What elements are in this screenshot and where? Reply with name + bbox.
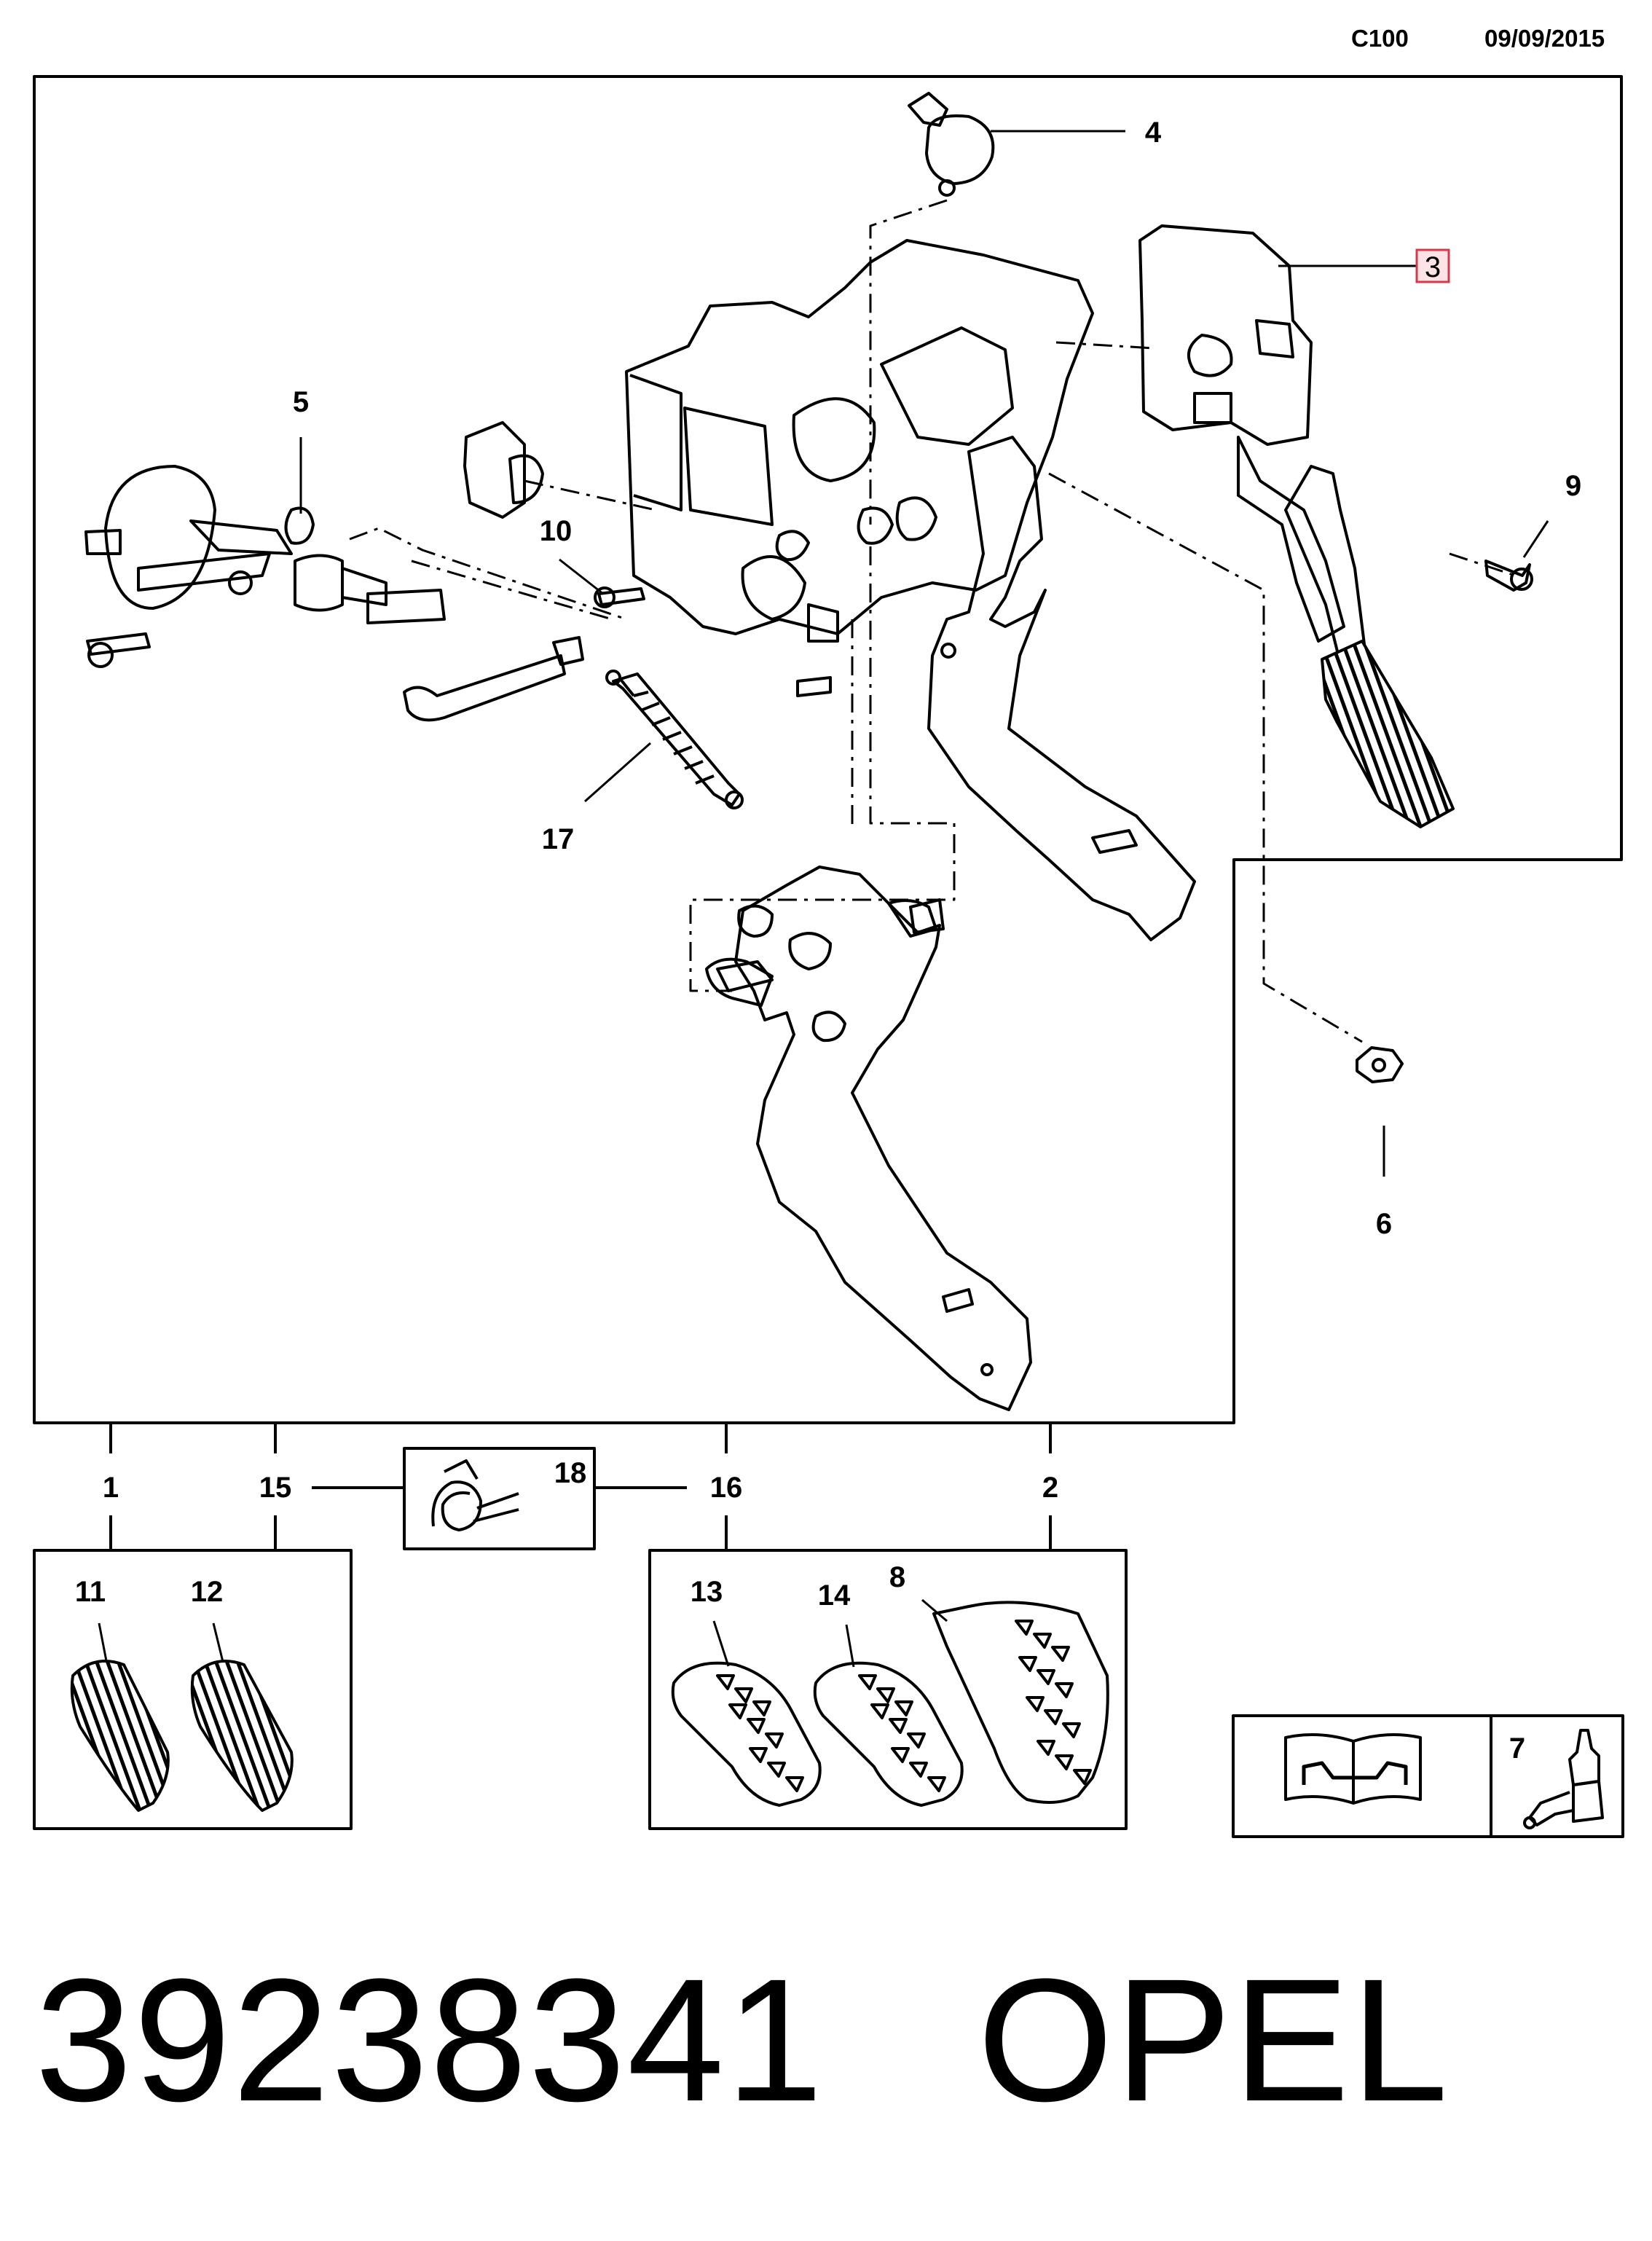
bolt-part-10	[594, 586, 645, 608]
pedal-pad-group-box	[648, 1549, 1128, 1830]
pedal-bracket-housing	[625, 239, 1094, 697]
group-connectors	[109, 1423, 1052, 1550]
pedal-pad-part-14	[813, 1661, 964, 1807]
pivot-bushings	[705, 899, 937, 1007]
screw-part	[86, 632, 151, 668]
pedal-pad-part-13	[671, 1661, 822, 1807]
callout-17: 17	[542, 823, 575, 855]
callout-4: 4	[1145, 117, 1162, 149]
callout-16: 16	[710, 1472, 743, 1504]
callout-10: 10	[540, 515, 573, 547]
brake-pedal-arm	[927, 436, 1196, 941]
switch-part-4	[908, 92, 995, 197]
assembly-frame	[33, 75, 1623, 1424]
callout-7: 7	[1509, 1732, 1525, 1765]
callout-numbers: 4 5 9 10 17 6 1 15 16 2 18 11 12 13 14 8…	[75, 117, 1581, 1765]
callout-8: 8	[889, 1561, 905, 1593]
pushrod	[403, 636, 584, 722]
clutch-pedal-arm	[716, 866, 1032, 1411]
leader-lines	[98, 130, 1549, 1668]
nut-part-6	[1356, 1046, 1404, 1083]
pedal-pad-part-11	[70, 1660, 170, 1812]
callout-9: 9	[1565, 470, 1581, 502]
callout-3: 3	[1425, 251, 1441, 283]
service-box	[1232, 1714, 1624, 1838]
callout-18: 18	[554, 1457, 587, 1489]
callout-6: 6	[1376, 1208, 1392, 1240]
catalog-date: 09/09/2015	[1484, 25, 1605, 52]
callout-2: 2	[1042, 1472, 1058, 1504]
clutch-brake-pad-group-box	[33, 1549, 353, 1830]
spring-group-box	[403, 1447, 596, 1550]
callout-11: 11	[75, 1576, 106, 1608]
bracket-clip	[463, 421, 544, 519]
callout-3-highlight[interactable]	[1415, 248, 1450, 283]
brand-name: OPEL	[977, 1942, 1450, 2138]
callout-13: 13	[691, 1576, 723, 1608]
spring-part-17	[605, 670, 744, 809]
part-number: 39238341	[35, 1942, 825, 2138]
callout-15: 15	[259, 1472, 292, 1504]
bolt-part-9	[1484, 560, 1533, 592]
callout-14: 14	[818, 1579, 851, 1612]
pedal-pad-part-12	[190, 1660, 294, 1812]
spring-part-18	[431, 1459, 519, 1531]
clutch-switch-part-5	[84, 465, 446, 624]
callout-5: 5	[293, 386, 309, 418]
adhesive-tube-icon	[1523, 1729, 1604, 1829]
pedal-pad-part-8	[932, 1601, 1109, 1804]
callout-1: 1	[103, 1472, 119, 1504]
accelerator-pedal-assembly-part-3	[1138, 224, 1455, 828]
dash-lines	[349, 199, 1516, 1043]
workshop-manual-icon	[1284, 1733, 1422, 1805]
catalog-code: C100	[1351, 25, 1409, 52]
callout-12: 12	[191, 1576, 224, 1608]
